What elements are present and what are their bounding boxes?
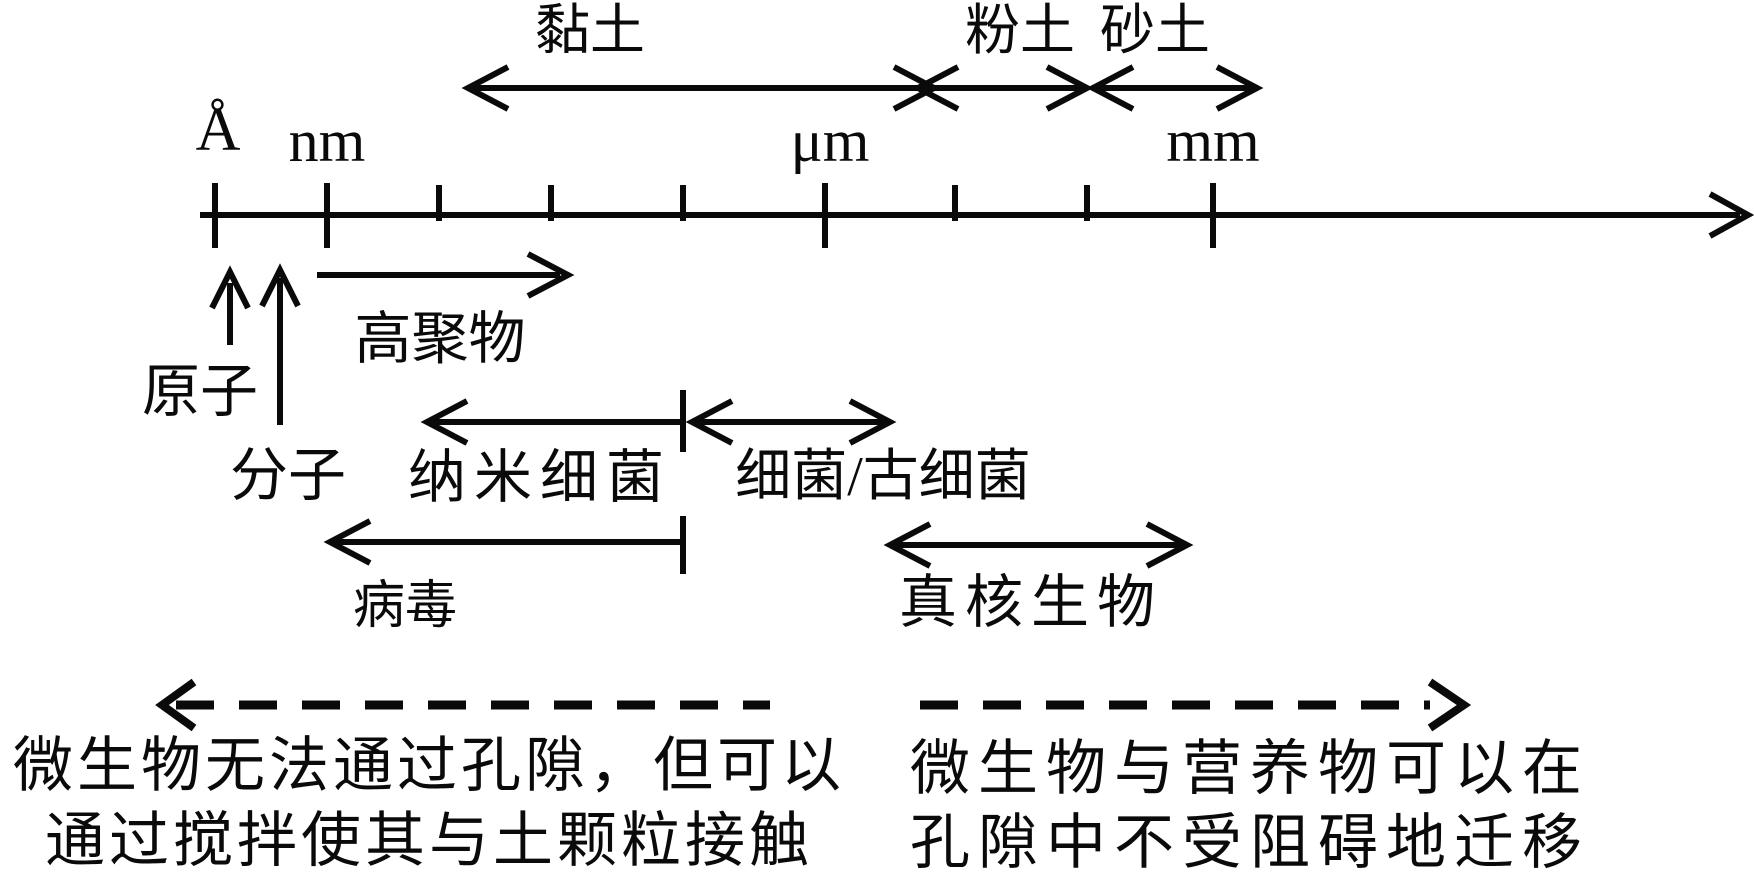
size-axis — [200, 183, 1754, 248]
micrometer-unit-label: μm — [790, 108, 870, 174]
bacteria-archaea-label: 细菌/古细菌 — [735, 446, 1031, 508]
sand-range-arrow — [1086, 64, 1264, 112]
polymer-label: 高聚物 — [354, 308, 526, 371]
silt-label: 粉土 — [964, 0, 1075, 61]
bacteria-archaea-range-arrow — [685, 398, 897, 446]
nanobacteria-label: 纳米细菌 — [407, 445, 672, 510]
pore-blocked-note-line1: 微生物无法通过孔隙，但可以 — [13, 733, 845, 799]
axis-arrowhead-icon — [1708, 191, 1754, 239]
atom-pointer-arrow — [209, 265, 251, 345]
sand-label: 砂土 — [1099, 0, 1210, 61]
pore-migration-note-line2: 孔隙中不受阻碍地迁移 — [910, 810, 1590, 876]
atom-label: 原子 — [141, 359, 258, 424]
eukaryotes-label: 真核生物 — [898, 570, 1163, 635]
pore-blocked-dashed-arrow — [155, 678, 770, 732]
eukaryotes-range-arrow — [883, 521, 1194, 569]
nanometer-unit-label: nm — [288, 108, 366, 174]
molecule-pointer-arrow — [259, 263, 301, 425]
virus-label: 病毒 — [352, 578, 457, 635]
pore-blocked-note-line2: 通过搅拌使其与土颗粒接触 — [45, 808, 813, 874]
molecule-label: 分子 — [229, 443, 346, 508]
angstrom-unit-label: Å — [195, 96, 241, 164]
clay-range-arrow — [461, 64, 941, 112]
virus-range-arrow — [323, 516, 686, 574]
pore-migration-dashed-arrow — [920, 678, 1472, 732]
nanobacteria-range-arrow — [420, 390, 686, 452]
clay-label: 黏土 — [534, 0, 645, 61]
pore-migration-note-line1: 微生物与营养物可以在 — [910, 736, 1590, 802]
polymer-range-arrow — [317, 251, 575, 299]
silt-range-arrow — [911, 64, 1094, 112]
millimeter-unit-label: mm — [1166, 108, 1260, 174]
